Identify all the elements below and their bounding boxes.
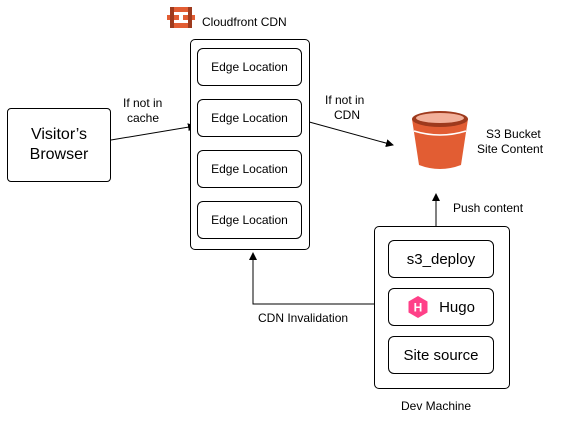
hugo-label: Hugo xyxy=(439,298,475,316)
label-if-not-in-cdn-2: CDN xyxy=(334,108,360,122)
cloudfront-title: Cloudfront CDN xyxy=(202,15,287,29)
label-if-not-in-cache-1: If not in xyxy=(123,96,163,110)
label-push-content: Push content xyxy=(453,201,524,215)
site-source-box: Site source xyxy=(388,336,494,374)
hugo-logo-letter: H xyxy=(414,301,423,315)
arrow-invalidation xyxy=(249,252,374,305)
cloudfront-icon xyxy=(167,7,195,28)
dev-machine-title: Dev Machine xyxy=(401,399,472,413)
s3-deploy-box: s3_deploy xyxy=(388,240,494,278)
label-cdn-invalidation: CDN Invalidation xyxy=(258,311,349,325)
visitor-browser-box: Visitor’s Browser xyxy=(7,108,111,182)
label-if-not-in-cdn-1: If not in xyxy=(325,93,365,107)
edge-location-4: Edge Location xyxy=(197,201,302,239)
label-if-not-in-cache-2: cache xyxy=(127,111,160,125)
arrow-edge-to-s3 xyxy=(301,119,394,148)
s3-label-line2: Site Content xyxy=(477,142,544,156)
arrow-browser-to-edge xyxy=(110,123,196,141)
browser-label-line1: Visitor’s xyxy=(30,126,88,143)
browser-label-line2: Browser xyxy=(29,146,89,163)
edge-location-2: Edge Location xyxy=(197,99,302,137)
edge-location-3: Edge Location xyxy=(197,150,302,188)
hugo-logo-icon: H xyxy=(408,296,428,318)
s3-bucket-icon xyxy=(412,111,468,169)
edge-location-1: Edge Location xyxy=(197,48,302,86)
hugo-box: H Hugo xyxy=(388,288,494,326)
s3-label-line1: S3 Bucket xyxy=(486,127,541,141)
